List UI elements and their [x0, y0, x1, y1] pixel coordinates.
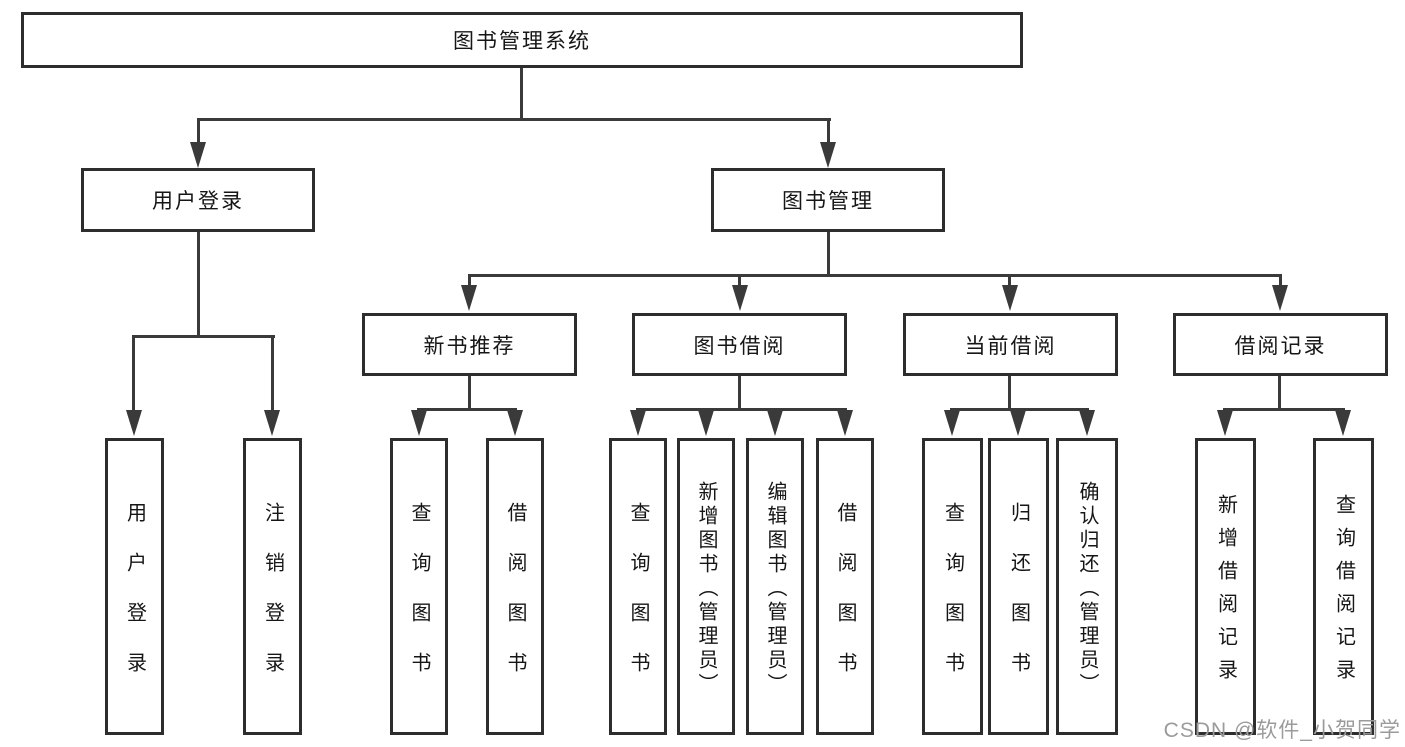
leaf-confirm-return-admin-label: 确认归还（管理员）	[1076, 480, 1098, 697]
leaf-add-book-admin: 新增图书（管理员）	[677, 438, 735, 735]
arrow-down-icon	[698, 410, 714, 436]
leaf-return-book: 归还图书	[988, 438, 1049, 735]
leaf-borrow-books-borrowing-label: 借阅图书	[834, 501, 856, 702]
arrow-down-icon	[461, 285, 477, 311]
connector-book-mgmt-rail	[468, 274, 1282, 277]
arrow-down-icon	[1010, 410, 1026, 436]
connector-user-login-rail	[132, 335, 275, 338]
connector-book-mgmt-drop-1	[468, 274, 471, 287]
arrow-down-icon	[411, 410, 427, 436]
connector-book-mgmt-stem	[827, 232, 830, 276]
node-book-borrowing: 图书借阅	[632, 313, 847, 376]
connector-new-book-stem	[468, 376, 471, 410]
arrow-down-icon	[944, 410, 960, 436]
leaf-query-books-current-label: 查询图书	[941, 501, 964, 702]
leaf-query-books-borrowing: 查询图书	[609, 438, 667, 735]
node-new-book-recommend-label: 新书推荐	[423, 334, 516, 358]
arrow-down-icon	[630, 410, 646, 436]
leaf-query-books-current: 查询图书	[922, 438, 983, 735]
leaf-query-borrow-record-label: 查询借阅记录	[1332, 494, 1355, 692]
arrow-down-icon	[732, 285, 748, 311]
leaf-borrow-books-recommend-label: 借阅图书	[504, 501, 526, 702]
leaf-query-books-borrowing-label: 查询图书	[627, 501, 649, 702]
leaf-borrow-books-recommend: 借阅图书	[486, 438, 544, 735]
leaf-add-borrow-record: 新增借阅记录	[1195, 438, 1256, 735]
arrow-down-icon	[767, 410, 783, 436]
node-book-borrowing-label: 图书借阅	[693, 334, 786, 358]
node-current-borrowing: 当前借阅	[903, 313, 1118, 376]
node-new-book-recommend: 新书推荐	[362, 313, 577, 376]
arrow-down-icon	[1217, 410, 1233, 436]
leaf-return-book-label: 归还图书	[1007, 501, 1030, 702]
leaf-edit-book-admin: 编辑图书（管理员）	[746, 438, 804, 735]
connector-current-borrow-rail	[950, 408, 1089, 411]
arrow-down-icon	[1002, 285, 1018, 311]
arrow-down-icon	[1335, 410, 1351, 436]
arrow-down-icon	[1272, 285, 1288, 311]
leaf-confirm-return-admin: 确认归还（管理员）	[1056, 438, 1118, 735]
connector-root-drop-right	[827, 118, 830, 144]
node-book-management-label: 图书管理	[782, 190, 874, 213]
connector-borrow-records-stem	[1278, 376, 1281, 410]
csdn-watermark: CSDN @软件_小贺同学	[1163, 719, 1401, 742]
connector-root-drop-left	[197, 118, 200, 144]
connector-borrow-records-rail	[1223, 408, 1345, 411]
arrow-down-icon	[190, 142, 206, 168]
connector-book-borrow-stem	[738, 376, 741, 410]
leaf-user-login: 用户登录	[105, 438, 164, 735]
node-borrow-records-label: 借阅记录	[1234, 334, 1327, 358]
connector-book-mgmt-drop-4	[1279, 274, 1282, 287]
connector-user-login-drop-2	[271, 335, 274, 412]
leaf-user-login-label: 用户登录	[123, 501, 146, 702]
arrow-down-icon	[264, 410, 280, 436]
leaf-add-borrow-record-label: 新增借阅记录	[1214, 494, 1237, 692]
node-borrow-records: 借阅记录	[1173, 313, 1388, 376]
arrow-down-icon	[507, 410, 523, 436]
leaf-logout-label: 注销登录	[261, 501, 284, 702]
connector-book-mgmt-drop-3	[1008, 274, 1011, 287]
connector-user-login-drop-1	[132, 335, 135, 412]
arrow-down-icon	[1079, 410, 1095, 436]
arrow-down-icon	[837, 410, 853, 436]
connector-new-book-rail	[417, 408, 517, 411]
leaf-add-book-admin-label: 新增图书（管理员）	[695, 480, 717, 697]
node-user-login-label: 用户登录	[152, 190, 244, 213]
connector-root-rail	[197, 118, 831, 121]
node-current-borrowing-label: 当前借阅	[964, 334, 1057, 358]
node-book-management: 图书管理	[711, 168, 945, 232]
leaf-borrow-books-borrowing: 借阅图书	[816, 438, 874, 735]
node-library-system-label: 图书管理系统	[453, 30, 591, 53]
connector-root-stem	[520, 68, 523, 120]
leaf-logout: 注销登录	[243, 438, 302, 735]
leaf-query-books-recommend-label: 查询图书	[408, 501, 430, 702]
connector-current-borrow-stem	[1008, 376, 1011, 410]
node-library-system: 图书管理系统	[21, 12, 1023, 68]
connector-book-borrow-rail	[636, 408, 847, 411]
connector-user-login-stem	[197, 232, 200, 337]
leaf-query-borrow-record: 查询借阅记录	[1313, 438, 1374, 735]
connector-book-mgmt-drop-2	[738, 274, 741, 287]
node-user-login: 用户登录	[81, 168, 315, 232]
arrow-down-icon	[820, 142, 836, 168]
leaf-query-books-recommend: 查询图书	[390, 438, 448, 735]
leaf-edit-book-admin-label: 编辑图书（管理员）	[764, 480, 786, 697]
arrow-down-icon	[126, 410, 142, 436]
